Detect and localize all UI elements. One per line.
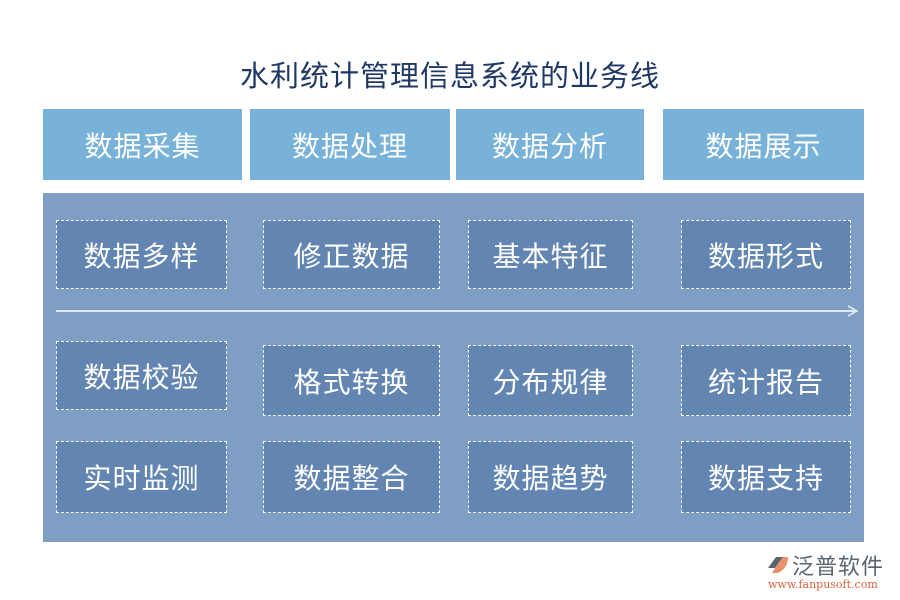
item-box: 数据形式 [681,220,851,289]
diagram-title: 水利统计管理信息系统的业务线 [239,59,660,93]
item-box: 分布规律 [468,345,633,416]
item-box: 数据校验 [56,341,227,410]
item-box: 实时监测 [56,441,227,513]
brand-url: www.fanpusoft.com [768,578,878,591]
brand-logo: 泛普软件 www.fanpusoft.com [766,552,896,596]
item-box: 修正数据 [263,220,440,289]
item-box: 格式转换 [263,345,440,416]
stage-header-analyze: 数据分析 [456,109,644,180]
stage-header-collect: 数据采集 [43,109,242,180]
item-box: 统计报告 [681,345,851,416]
brand-name: 泛普软件 [792,555,885,580]
stage-header-display: 数据展示 [663,109,864,180]
flow-arrow-icon [56,305,859,317]
item-box: 数据整合 [263,441,440,513]
item-box: 数据趋势 [468,441,633,513]
item-box: 数据多样 [56,220,227,289]
fanpu-logo-icon [768,557,788,573]
stage-header-process: 数据处理 [250,109,450,180]
item-box: 数据支持 [681,441,851,513]
item-box: 基本特征 [468,220,633,289]
